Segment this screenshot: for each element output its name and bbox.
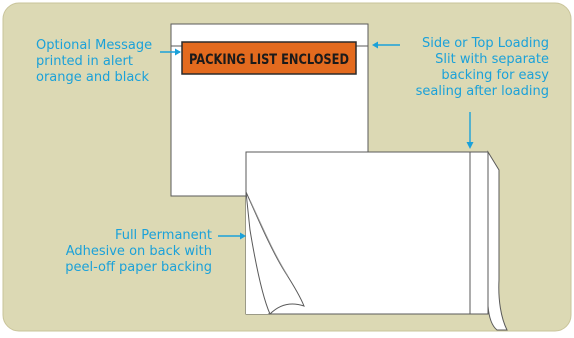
callout-adhesive-line-2: Adhesive on back with [65, 244, 212, 259]
callout-adhesive: Full Permanent Adhesive on back with pee… [65, 228, 212, 276]
callout-optional-message-arrow [160, 48, 181, 56]
callout-side-loading-arrow [372, 41, 400, 49]
callout-adhesive-line-3: peel-off paper backing [65, 260, 212, 275]
callout-adhesive-arrow [218, 232, 246, 240]
callout-side-top-loading: Side or Top Loading Slit with separate b… [416, 36, 549, 100]
callout-optional-message: Optional Message printed in alert orange… [36, 38, 152, 86]
peel-corner-icon [245, 191, 305, 315]
packing-list-banner-text: PACKING LIST ENCLOSED [189, 52, 349, 68]
callout-side-loading-line-3: backing for easy [441, 68, 549, 83]
backing-strip-icon [487, 150, 508, 331]
packing-list-banner [181, 41, 357, 75]
callout-optional-message-line-2: printed in alert [36, 54, 133, 69]
callout-side-loading-line-4: sealing after loading [415, 84, 549, 99]
callout-optional-message-line-3: orange and black [36, 70, 149, 85]
callout-optional-message-line-1: Optional Message [36, 38, 153, 53]
callout-side-loading-line-2: Slit with separate [435, 52, 549, 67]
callout-side-loading-line-1: Side or Top Loading [421, 36, 549, 51]
callout-side-slit-arrow [466, 112, 474, 149]
callout-adhesive-line-1: Full Permanent [114, 228, 212, 243]
